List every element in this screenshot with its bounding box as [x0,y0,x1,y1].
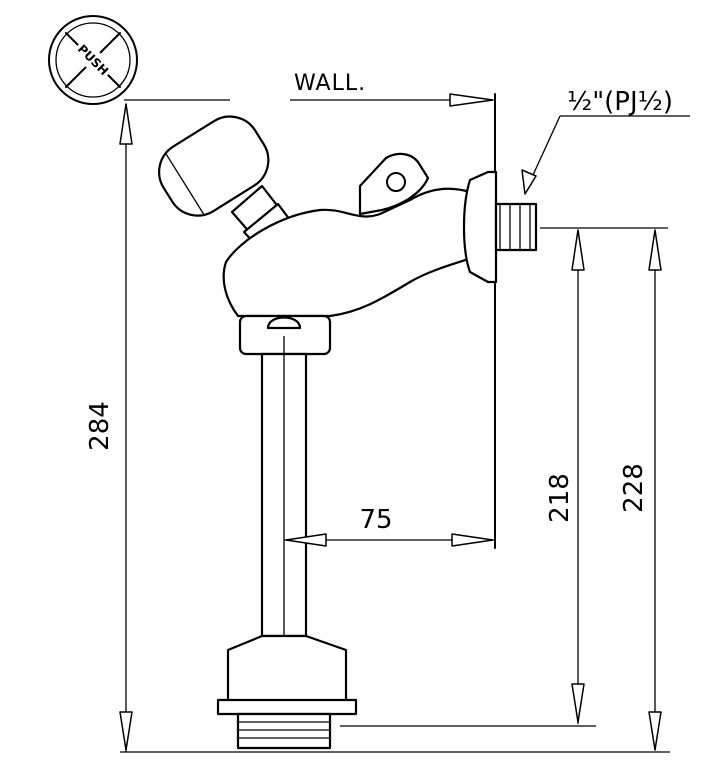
dimension-218: 218 [340,227,668,727]
spout-collar [238,314,332,356]
riser-pipe [260,336,308,742]
push-button-cap [158,115,270,217]
thread-label: ½"(PJ½) [567,87,673,117]
dimension-228: 228 [120,229,670,753]
dimension-218-label: 218 [545,473,575,523]
thread-arrow [521,169,537,195]
dimension-228-label: 228 [619,463,649,513]
dimension-284: 284 [85,99,230,752]
wall-flange [462,170,538,284]
dimension-284-label: 284 [85,401,115,451]
wall-label: WALL. [294,71,366,96]
wall-arrow [449,93,494,107]
push-badge-icon: PUSH [48,15,138,105]
dimension-75-label: 75 [359,505,392,535]
valve-body [222,152,480,318]
dimension-75: 75 [284,505,495,547]
base-nut [216,634,358,750]
